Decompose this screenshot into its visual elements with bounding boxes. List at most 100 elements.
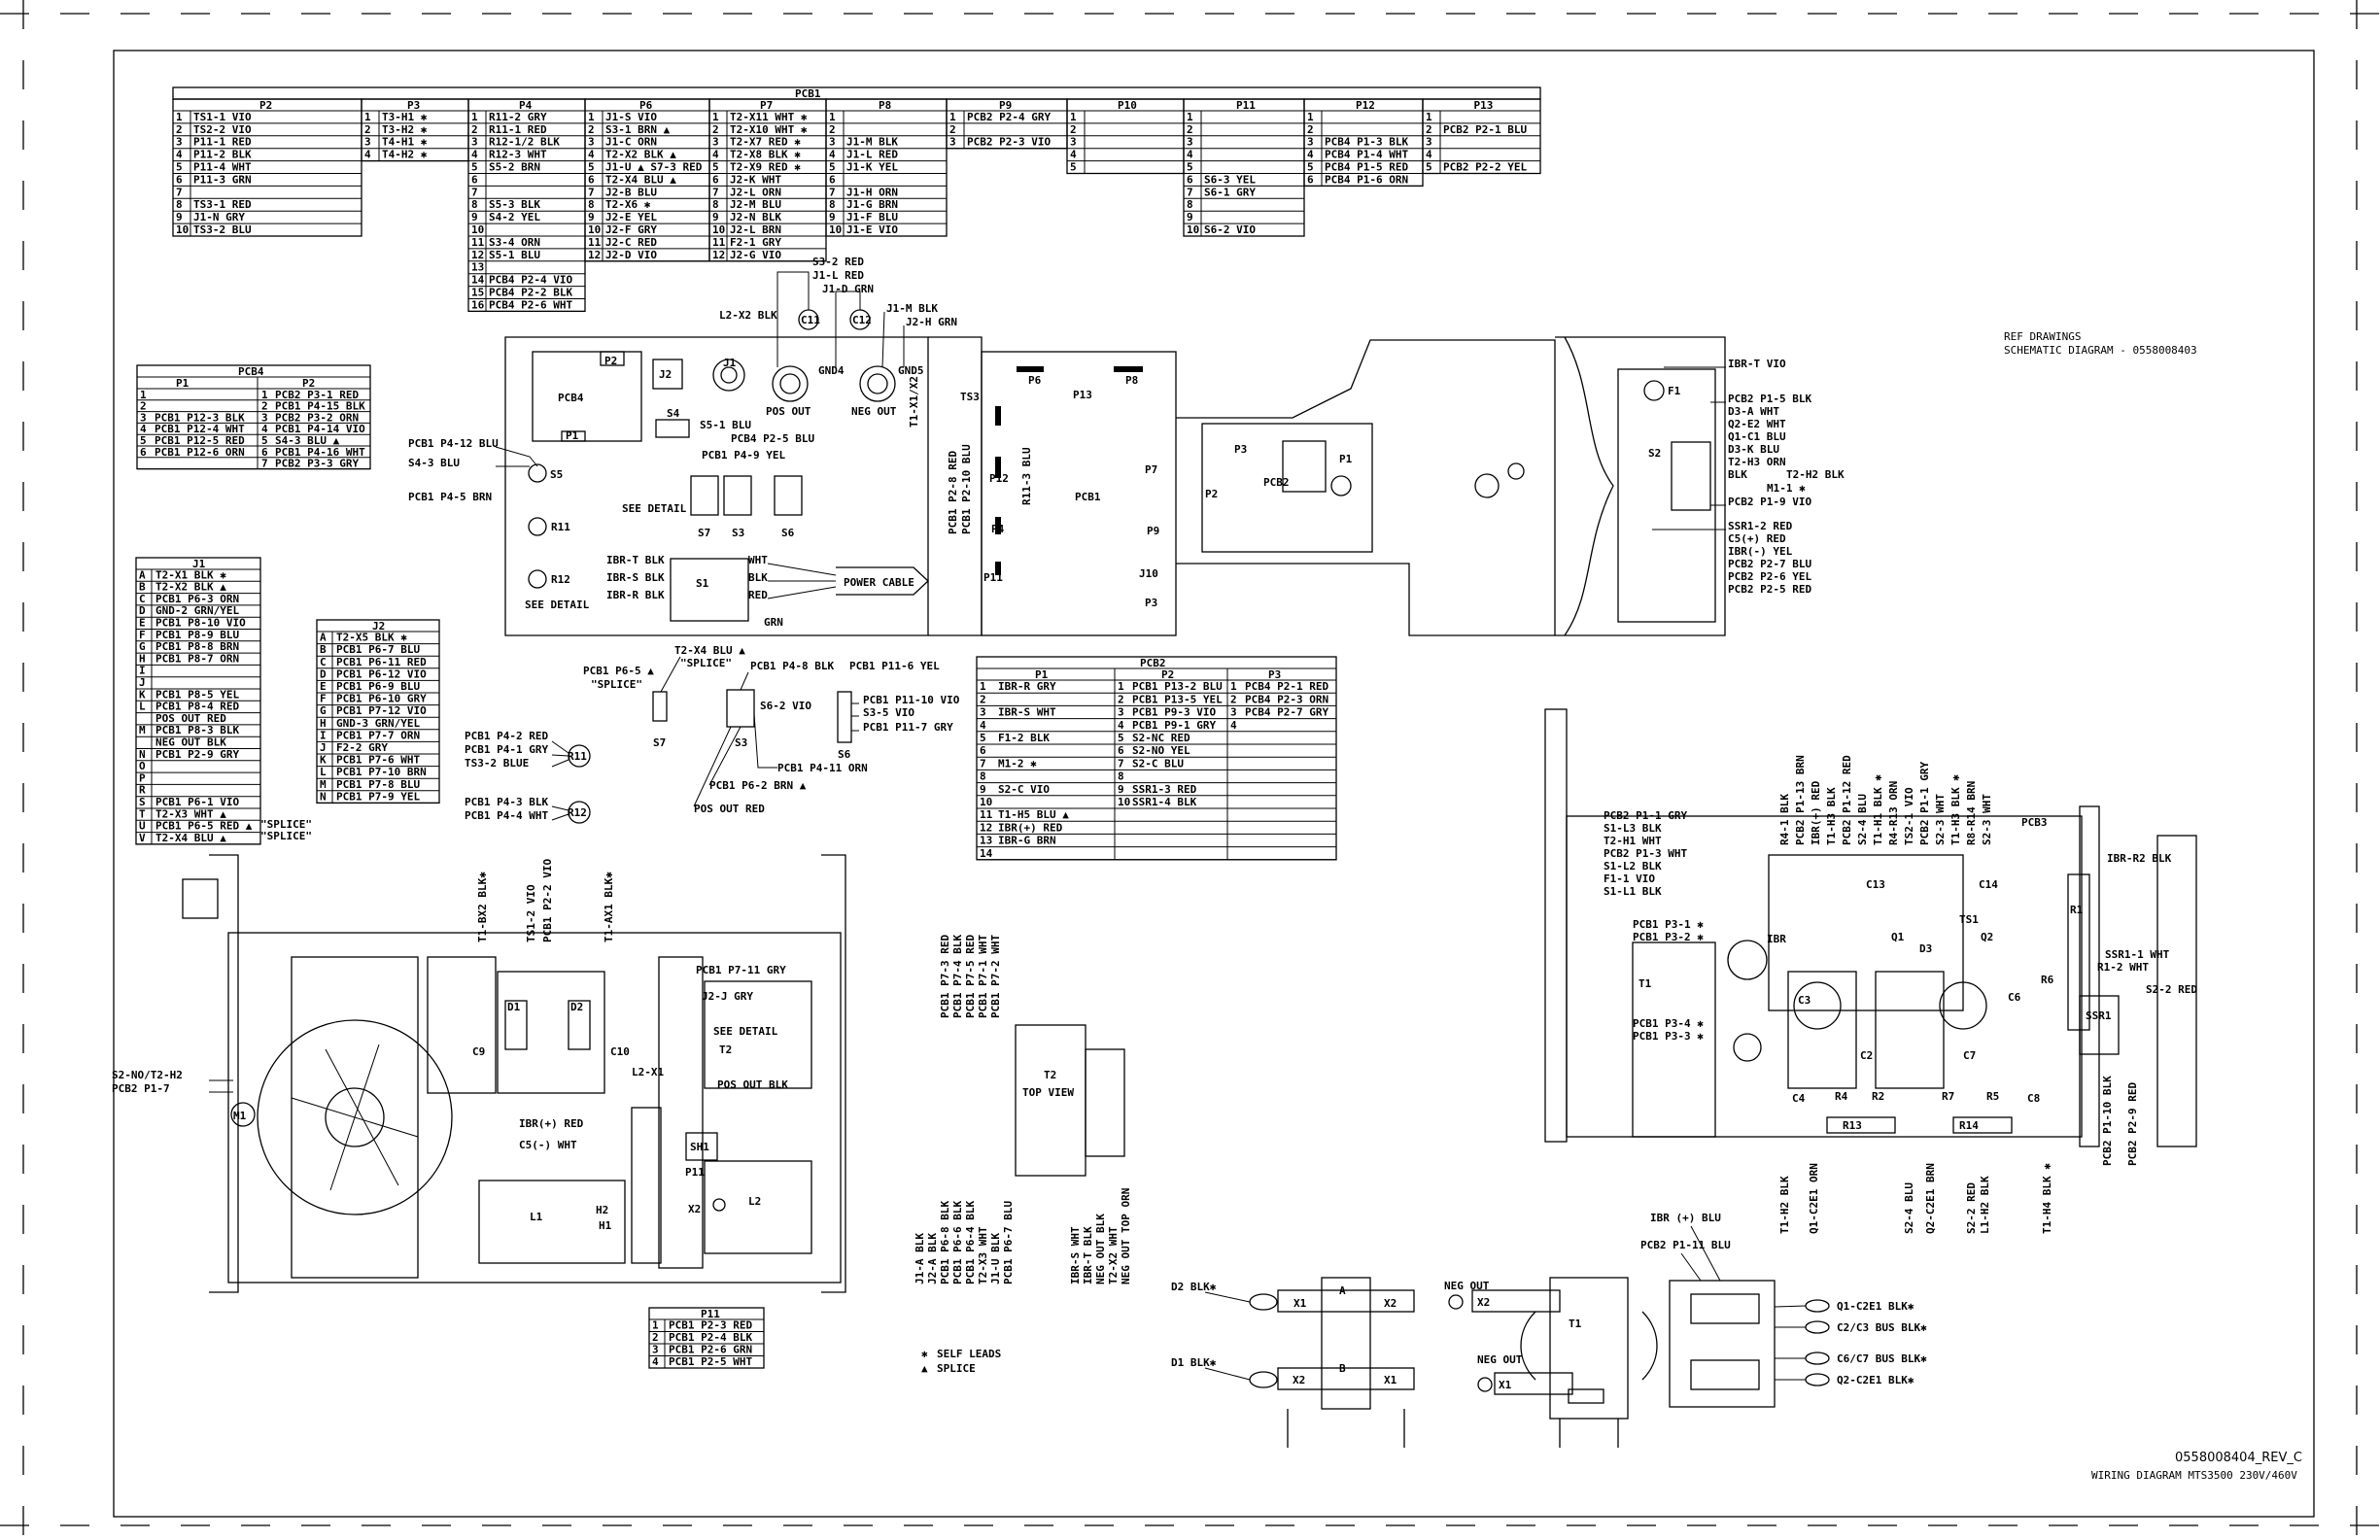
table-cell-pin: 4 [471,149,478,161]
table-cell-pin: 2 [364,123,371,136]
table-cell-pin: 15 [471,287,484,299]
table-cell-pin: 7 [176,186,183,198]
r13-label: R13 [1843,1119,1862,1132]
table-cell-pin: 4 [980,719,986,732]
t1-core-label: T1 [1569,1318,1582,1330]
table-cell-pin: 9 [712,211,719,223]
table-cell-pin: 3 [140,411,147,424]
table-cell-wire: PCB4 P1-5 RED [1325,161,1408,174]
table-cell-pin: 7 [261,458,268,470]
table-cell-wire: S3-1 BRN ▲ [605,123,671,136]
t2-top-view-label: T2 [1044,1069,1056,1081]
pcb2-p1-10-label: PCB2 P1-10 BLK [2101,1076,2114,1166]
table-cell-wire: F2-1 GRY [730,236,781,249]
table-cell-pin: 12 [712,249,725,261]
c4-label: C4 [1792,1092,1806,1105]
pcb1-j10-label: J10 [1139,567,1158,580]
table-cell-wire: PCB1 P7-6 WHT [336,754,420,767]
table-cell-wire: PCB1 P2-3 RED [669,1319,752,1332]
pcb1-p12-label: P12 [989,472,1009,485]
t2-h1-label: T2-H1 WHT [1604,835,1662,847]
table-cell-pin: 3 [980,706,986,719]
table-cell-pin: 4 [712,149,719,161]
pcb1-p11-7-label: PCB1 P11-7 GRY [863,721,953,734]
table-cell-pin: 5 [140,434,147,447]
s7-switch-label: S7 [653,736,666,749]
table-cell-wire: T4-H2 ✱ [382,149,428,161]
table-cell-pin: 6 [1118,744,1124,757]
table-cell-wire: PCB2 P2-3 VIO [967,136,1051,149]
table-cell-pin: 3 [1230,706,1237,719]
table-cell-wire: SSR1-3 RED [1132,783,1197,796]
table-cell-wire: PCB1 P6-3 ORN [155,593,239,605]
pcb1-p7-label: P7 [1145,463,1157,476]
table-cell-wire: S6-1 GRY [1204,186,1256,198]
d3-a-label: D3-A WHT [1728,405,1779,418]
table-cell-wire: J2-D VIO [605,249,657,261]
pcb1-p4-header: P4 [519,99,533,112]
table-cell-pin: 5 [176,161,183,174]
table-cell-wire: PCB1 P7-9 YEL [336,790,420,803]
table-cell-wire: PCB1 P8-4 RED [155,701,239,713]
table-cell-pin: 7 [471,186,478,198]
d3-k-label: D3-K BLU [1728,443,1779,456]
table-cell-pin: 10 [1187,223,1199,236]
table-cell-wire: J2-B BLU [605,186,657,198]
table-cell-pin: E [320,680,327,693]
legend-label-self-leads: SELF LEADS [937,1348,1001,1360]
table-cell-pin: 10 [471,223,484,236]
pcb4-label: PCB4 [558,392,584,404]
table-cell-wire: PCB1 P8-9 BLU [155,629,239,641]
c12-label: C12 [852,314,872,326]
q2-label: Q2 [1981,931,1993,943]
s2-2-top-label: S2-2 RED [2146,983,2197,996]
table-cell-wire: J2-G VIO [730,249,781,261]
table-cell-pin: 1 [140,389,147,401]
table-cell-wire: T2-X7 RED ✱ [730,136,801,149]
x2-label: X2 [688,1203,701,1215]
pcb2-p1-header: P1 [1035,668,1049,681]
pcb2-p2-header: P2 [1161,668,1174,681]
table-cell-wire: PCB2 P2-2 YEL [1443,161,1527,174]
see-detail-r12-label: SEE DETAIL [525,599,590,611]
l1-label: L1 [530,1211,543,1223]
t2-x4-label: T2-X4 BLU ▲ [674,644,745,657]
s2-no-label: S2-NO/T2-H2 [112,1069,183,1081]
table-cell-pin: 10 [1118,796,1130,808]
table-cell-wire: PCB1 P13-5 YEL [1132,693,1223,705]
table-cell-pin: 6 [980,744,986,757]
j1-d-label: J1-D GRN [822,283,874,295]
pcb2-p2-7-label: PCB2 P2-7 BLU [1728,558,1811,570]
table-cell-pin: N [320,790,327,803]
ibr-label: IBR [1767,933,1786,945]
ibr-t-vio-label: IBR-T VIO [1728,358,1786,370]
c14-label: C14 [1979,878,1998,891]
table-cell-pin: 3 [1187,136,1193,149]
table-cell-pin: 10 [980,796,992,808]
table-cell-pin: 6 [1187,173,1193,186]
pcb2-p1-11-label: PCB2 P1-11 BLU [1640,1239,1731,1251]
t2-top-lead-label: PCB1 P7-1 WHT [977,935,989,1018]
pcb1-p11-10-label: PCB1 P11-10 VIO [863,694,960,706]
table-cell-pin: 3 [261,411,268,424]
power-module-lead-label: S2-3 WHT [1934,794,1947,845]
table-cell-pin: 8 [588,198,595,211]
table-cell-pin: 1 [949,111,956,123]
ibr-t-label: IBR-T BLK [606,554,665,566]
c2c3-bus-label: C2/C3 BUS BLK✱ [1837,1321,1927,1334]
table-cell-pin: 1 [1230,680,1237,693]
l2-label: L2 [748,1195,761,1208]
s2-label: S2 [1648,447,1661,460]
table-cell-pin: 7 [712,186,719,198]
table-cell-wire: PCB2 P2-4 GRY [967,111,1051,123]
table-cell-pin: 3 [588,136,595,149]
neg-out-label: NEG OUT [851,405,897,418]
j1-l-label: J1-L RED [812,269,864,282]
table-cell-wire: J2-M BLU [730,198,781,211]
table-cell-wire: T2-X4 BLU ▲ [605,173,676,186]
c6c7-bus-label: C6/C7 BUS BLK✱ [1837,1352,1927,1365]
t2-bottom-lead-label: PCB1 P6-7 BLU [1002,1201,1015,1284]
table-cell-pin: 9 [176,211,183,223]
